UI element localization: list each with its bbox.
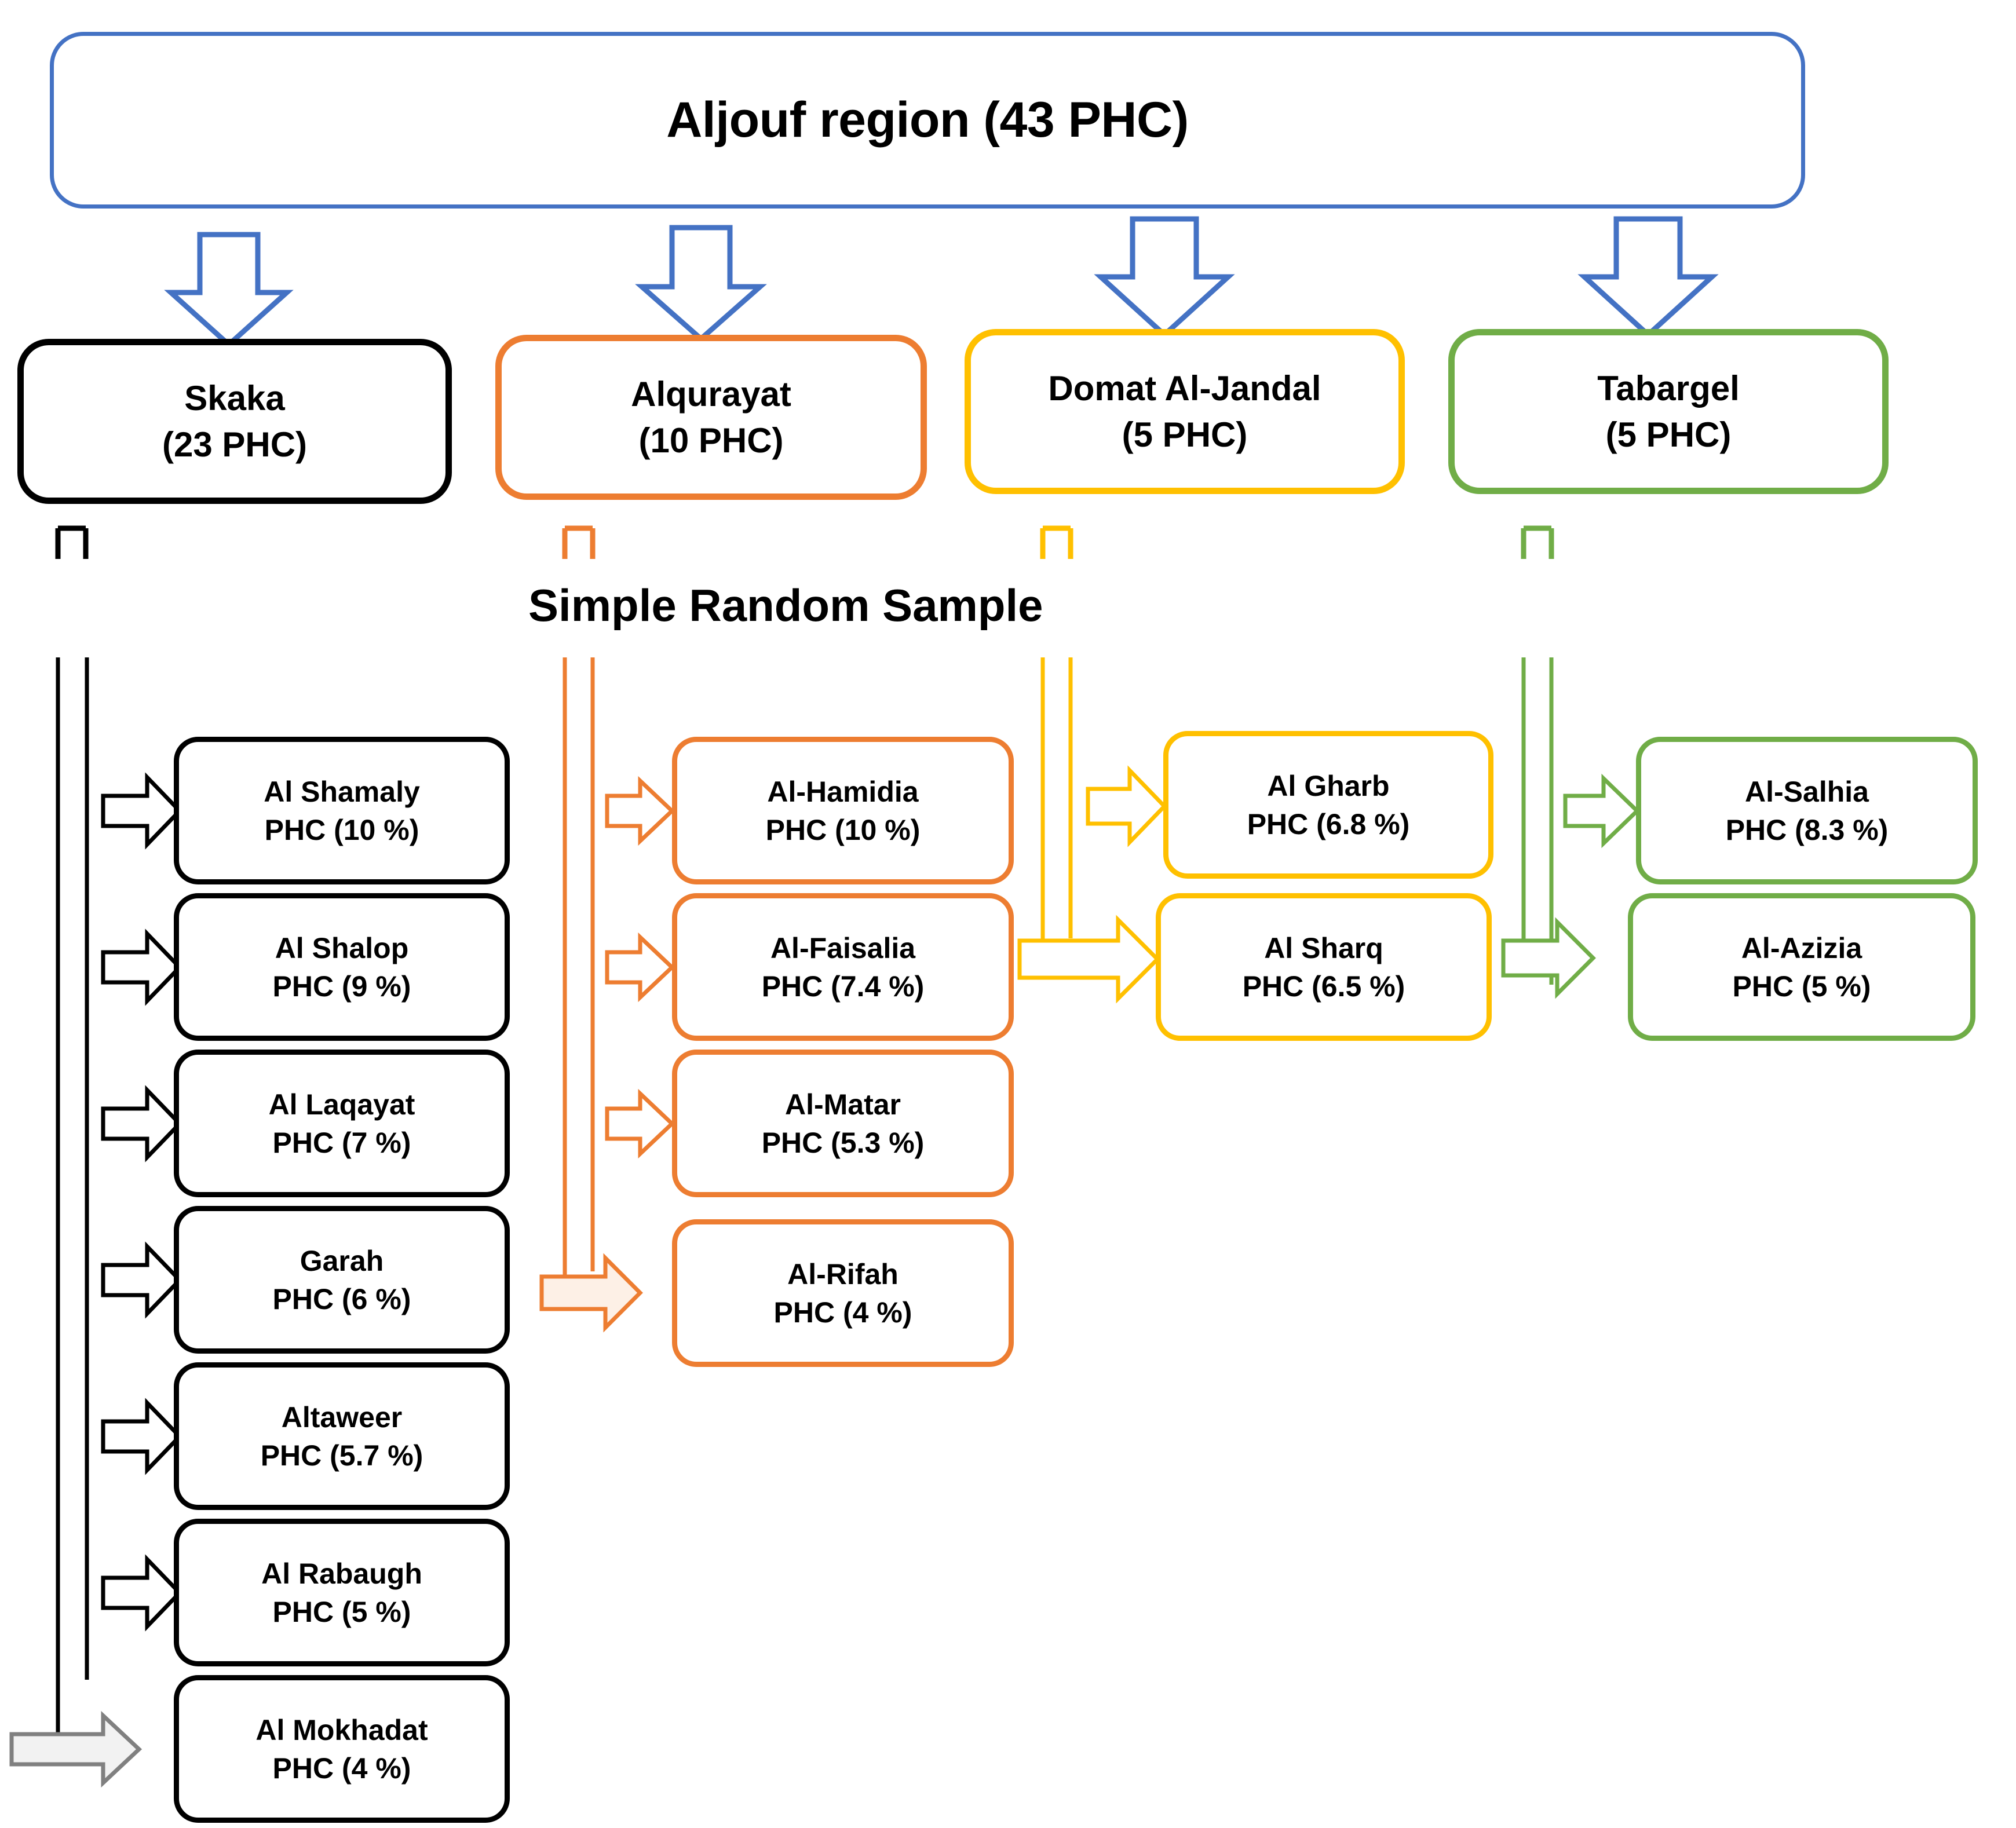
city-name-alqurayat: Alqurayat bbox=[631, 375, 791, 414]
phc-pct-al-faisalia: PHC (7.4 %) bbox=[761, 970, 925, 1003]
phc-name-al-shalop: Al Shalop bbox=[275, 931, 409, 964]
city-name-tabargel: Tabargel bbox=[1597, 369, 1740, 408]
phc-node-al-shamaly[interactable]: Al Shamaly PHC (10 %) bbox=[174, 737, 510, 884]
phc-name-al-rifah: Al-Rifah bbox=[787, 1257, 899, 1290]
phc-pct-al-rifah: PHC (4 %) bbox=[773, 1296, 912, 1329]
city-node-alqurayat[interactable]: Alqurayat (10 PHC) bbox=[495, 335, 927, 500]
phc-name-al-mokhadat: Al Mokhadat bbox=[255, 1713, 428, 1746]
arrow-to-al-shamaly bbox=[101, 772, 182, 850]
phc-node-al-faisalia[interactable]: Al-Faisalia PHC (7.4 %) bbox=[672, 893, 1014, 1041]
phc-node-al-matar[interactable]: Al-Matar PHC (5.3 %) bbox=[672, 1050, 1014, 1197]
phc-node-garah[interactable]: Garah PHC (6 %) bbox=[174, 1206, 510, 1354]
phc-name-al-sharq: Al Sharq bbox=[1264, 931, 1383, 964]
arrow-to-al-shalop bbox=[101, 928, 182, 1006]
section-caption-simple-random-sample: Simple Random Sample bbox=[528, 580, 1043, 631]
city-name-domat-al-jandal: Domat Al-Jandal bbox=[1048, 369, 1321, 408]
phc-node-al-laqayat[interactable]: Al Laqayat PHC (7 %) bbox=[174, 1050, 510, 1197]
city-node-tabargel[interactable]: Tabargel (5 PHC) bbox=[1448, 329, 1889, 494]
city-count-skaka: (23 PHC) bbox=[162, 425, 308, 464]
arrow-root-to-skaka bbox=[164, 232, 294, 349]
phc-node-al-shalop[interactable]: Al Shalop PHC (9 %) bbox=[174, 893, 510, 1041]
city-count-alqurayat: (10 PHC) bbox=[638, 421, 784, 460]
arrow-to-al-faisalia bbox=[605, 932, 675, 1003]
arrow-to-al-azizia bbox=[1501, 917, 1596, 999]
arrow-to-al-salhia bbox=[1563, 773, 1641, 849]
phc-node-al-sharq[interactable]: Al Sharq PHC (6.5 %) bbox=[1156, 893, 1492, 1041]
phc-node-al-azizia[interactable]: Al-Azizia PHC (5 %) bbox=[1628, 893, 1975, 1041]
arrow-to-al-hamidia bbox=[605, 776, 675, 846]
city-node-skaka[interactable]: Skaka (23 PHC) bbox=[17, 339, 452, 504]
phc-name-al-rabaugh: Al Rabaugh bbox=[261, 1557, 422, 1590]
phc-pct-al-salhia: PHC (8.3 %) bbox=[1725, 813, 1889, 846]
arrow-to-al-sharq bbox=[1017, 915, 1160, 1004]
root-label: Aljouf region (43 PHC) bbox=[666, 92, 1189, 148]
stub-skaka bbox=[55, 525, 89, 559]
arrow-to-al-gharb bbox=[1086, 765, 1167, 847]
arrow-to-al-mokhadat bbox=[9, 1710, 143, 1788]
stub-alqurayat bbox=[562, 525, 596, 559]
phc-pct-al-shamaly: PHC (10 %) bbox=[264, 813, 419, 846]
phc-name-al-laqayat: Al Laqayat bbox=[268, 1088, 415, 1121]
arrow-root-to-domat bbox=[1094, 216, 1235, 339]
arrow-to-al-rabaugh bbox=[101, 1554, 182, 1632]
phc-node-altaweer[interactable]: Altaweer PHC (5.7 %) bbox=[174, 1362, 510, 1510]
phc-pct-al-azizia: PHC (5 %) bbox=[1732, 970, 1871, 1003]
phc-name-al-hamidia: Al-Hamidia bbox=[767, 775, 919, 808]
phc-pct-al-mokhadat: PHC (4 %) bbox=[272, 1752, 411, 1785]
city-name-skaka: Skaka bbox=[184, 379, 285, 418]
phc-pct-al-hamidia: PHC (10 %) bbox=[765, 813, 921, 846]
phc-name-al-salhia: Al-Salhia bbox=[1745, 775, 1869, 808]
phc-pct-altaweer: PHC (5.7 %) bbox=[260, 1439, 423, 1472]
arrow-root-to-alqurayat bbox=[635, 225, 767, 343]
phc-name-al-matar: Al-Matar bbox=[784, 1088, 901, 1121]
phc-node-al-mokhadat[interactable]: Al Mokhadat PHC (4 %) bbox=[174, 1675, 510, 1823]
phc-name-al-gharb: Al Gharb bbox=[1267, 769, 1390, 802]
arrow-root-to-tabargel bbox=[1577, 216, 1719, 339]
phc-pct-garah: PHC (6 %) bbox=[272, 1282, 411, 1315]
arrow-to-altaweer bbox=[101, 1398, 182, 1475]
phc-pct-al-gharb: PHC (6.8 %) bbox=[1247, 807, 1410, 840]
phc-name-al-azizia: Al-Azizia bbox=[1741, 931, 1862, 964]
arrow-to-garah bbox=[101, 1241, 182, 1319]
arrow-to-al-rifah bbox=[539, 1253, 643, 1333]
stub-domat bbox=[1040, 525, 1073, 559]
stub-tabargel bbox=[1521, 525, 1554, 559]
arrow-to-al-laqayat bbox=[101, 1085, 182, 1162]
phc-pct-al-rabaugh: PHC (5 %) bbox=[272, 1595, 411, 1628]
phc-name-altaweer: Altaweer bbox=[281, 1401, 403, 1434]
phc-name-al-shamaly: Al Shamaly bbox=[264, 775, 420, 808]
phc-name-garah: Garah bbox=[300, 1244, 384, 1277]
phc-pct-al-laqayat: PHC (7 %) bbox=[272, 1126, 411, 1159]
phc-name-al-faisalia: Al-Faisalia bbox=[770, 931, 916, 964]
phc-pct-al-matar: PHC (5.3 %) bbox=[761, 1126, 925, 1159]
root-node-aljouf-region[interactable]: Aljouf region (43 PHC) bbox=[50, 32, 1805, 209]
phc-pct-al-shalop: PHC (9 %) bbox=[272, 970, 411, 1003]
arrow-to-al-matar bbox=[605, 1088, 675, 1159]
phc-node-al-rabaugh[interactable]: Al Rabaugh PHC (5 %) bbox=[174, 1519, 510, 1666]
phc-node-al-salhia[interactable]: Al-Salhia PHC (8.3 %) bbox=[1636, 737, 1978, 884]
phc-pct-al-sharq: PHC (6.5 %) bbox=[1242, 970, 1405, 1003]
phc-node-al-gharb[interactable]: Al Gharb PHC (6.8 %) bbox=[1163, 731, 1493, 879]
city-node-domat-al-jandal[interactable]: Domat Al-Jandal (5 PHC) bbox=[965, 329, 1405, 494]
phc-node-al-hamidia[interactable]: Al-Hamidia PHC (10 %) bbox=[672, 737, 1014, 884]
phc-node-al-rifah[interactable]: Al-Rifah PHC (4 %) bbox=[672, 1219, 1014, 1367]
city-count-domat-al-jandal: (5 PHC) bbox=[1122, 415, 1248, 454]
city-count-tabargel: (5 PHC) bbox=[1605, 415, 1732, 454]
